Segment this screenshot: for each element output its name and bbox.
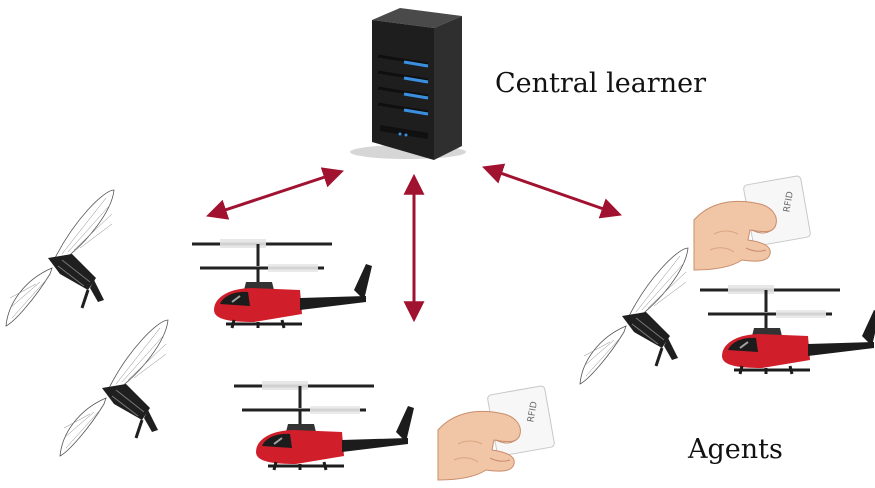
hand-holding-rfid-card-icon: RFID (437, 384, 556, 481)
hand-holding-rfid-card-icon: RFID (693, 174, 812, 271)
server-rack-icon (350, 8, 466, 160)
agents-label: Agents (688, 434, 783, 465)
flapping-wing-drone-icon (4, 188, 116, 328)
toy-helicopter-icon (698, 283, 875, 376)
flapping-wing-drone-icon (58, 318, 170, 458)
flapping-wing-drone-icon (578, 246, 690, 386)
toy-helicopter-icon (232, 379, 416, 472)
toy-helicopter-icon (190, 237, 374, 330)
central-learner-label: Central learner (495, 68, 706, 99)
rfid-card-label: RFID (782, 191, 796, 214)
rfid-card-label: RFID (526, 401, 540, 424)
link-arrow-left (206, 167, 344, 220)
link-arrow-right (482, 163, 622, 219)
